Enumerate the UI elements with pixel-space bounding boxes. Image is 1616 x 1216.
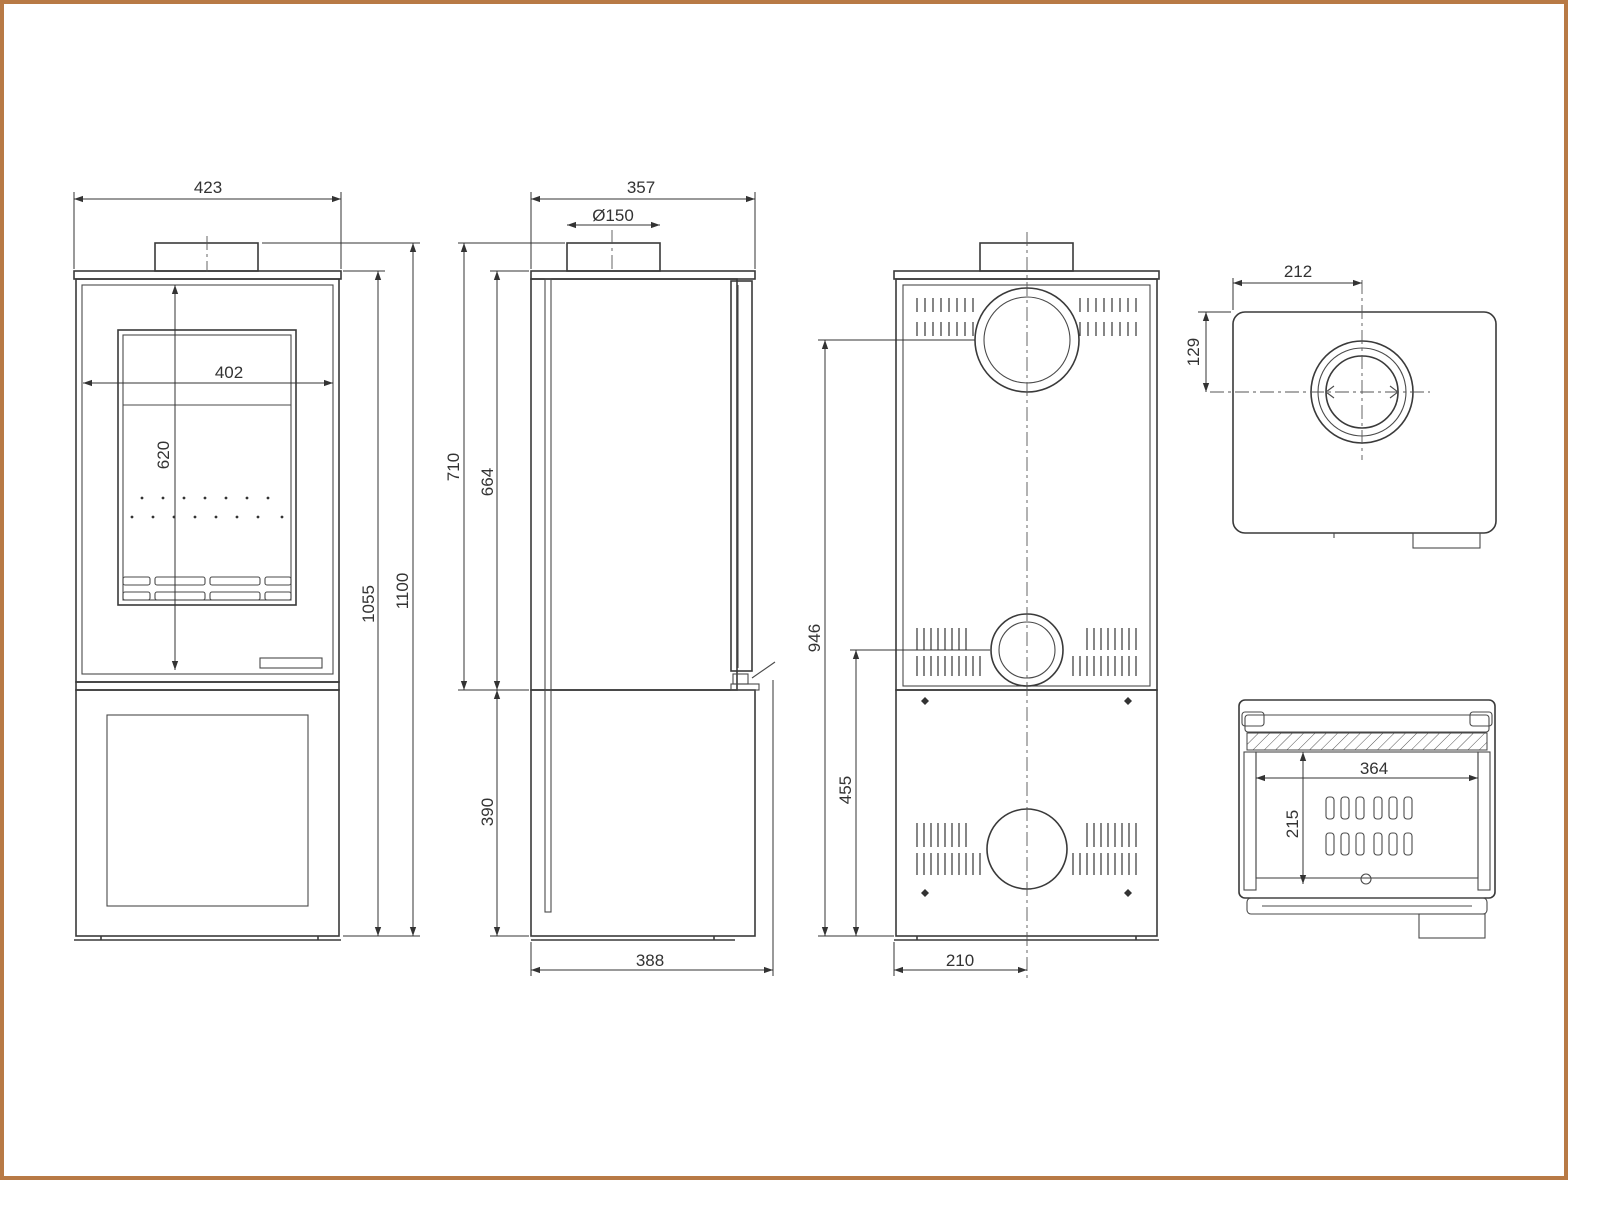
section-view: 364 215 [1238, 699, 1496, 939]
glass-width-label: 402 [215, 363, 243, 382]
flue-diameter-label: Ø150 [592, 206, 634, 225]
mounting-points [921, 697, 1132, 897]
firebox-depth-label: 215 [1283, 810, 1302, 838]
log-grate [122, 576, 292, 601]
burner-dots [130, 496, 284, 519]
center-offset-label: 210 [946, 951, 974, 970]
vent-slots [916, 298, 1137, 875]
upper-height-label: 710 [444, 453, 463, 481]
height-total-label: 1100 [393, 573, 412, 610]
rear-view: 946 455 210 [805, 232, 1160, 980]
grate-slots [1325, 796, 1413, 856]
lower-outlet-height-label: 455 [836, 776, 855, 804]
side-view: 357 Ø150 710 664 390 388 [444, 178, 776, 976]
firebox-width-label: 364 [1360, 759, 1388, 778]
door-height-label: 664 [478, 468, 497, 496]
technical-drawing: 423 402 620 1055 1100 357 Ø150 [73, 178, 1497, 980]
base-depth-label: 388 [636, 951, 664, 970]
rear-outlet-height-label: 946 [805, 624, 824, 652]
base-height-label: 390 [478, 798, 497, 826]
front-width-label: 423 [194, 178, 222, 197]
front-view: 423 402 620 1055 1100 [73, 178, 420, 941]
glass-height-label: 620 [154, 441, 173, 469]
top-view: 212 129 [1184, 262, 1497, 549]
height-top-label: 1055 [359, 585, 378, 623]
flue-offset-y-label: 129 [1184, 338, 1203, 366]
side-depth-label: 357 [627, 178, 655, 197]
flue-offset-x-label: 212 [1284, 262, 1312, 281]
